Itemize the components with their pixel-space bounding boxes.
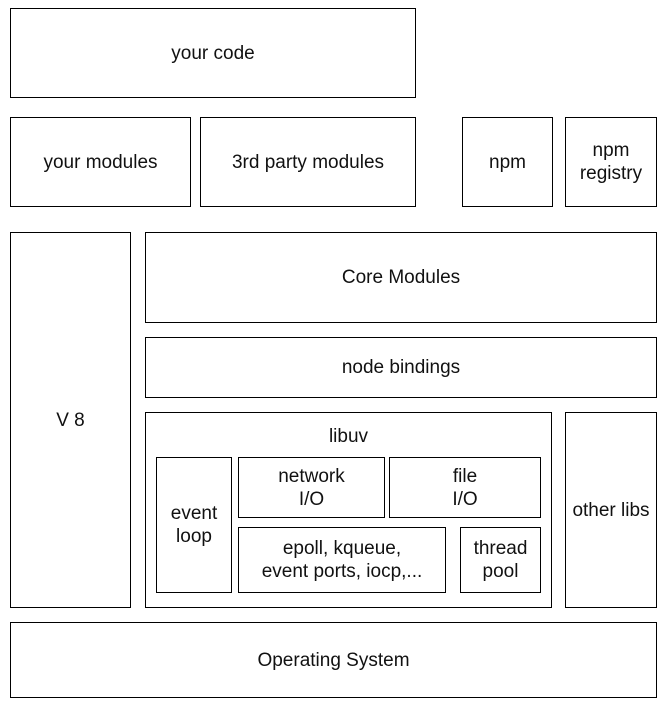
npm-registry-box: npm registry bbox=[565, 117, 657, 207]
thread-pool-box: thread pool bbox=[460, 527, 541, 593]
node-bindings-box: node bindings bbox=[145, 337, 657, 398]
libuv-title: libuv bbox=[328, 426, 369, 447]
file-io-box: file I/O bbox=[389, 457, 541, 518]
event-loop-box: event loop bbox=[156, 457, 232, 593]
other-libs-box: other libs bbox=[565, 412, 657, 608]
network-io-box: network I/O bbox=[238, 457, 385, 518]
your-code-box: your code bbox=[10, 8, 416, 98]
epoll-box: epoll, kqueue, event ports, iocp,... bbox=[238, 527, 446, 593]
npm-box: npm bbox=[462, 117, 553, 207]
v8-box: V 8 bbox=[10, 232, 131, 608]
your-modules-box: your modules bbox=[10, 117, 191, 207]
third-party-modules-box: 3rd party modules bbox=[200, 117, 416, 207]
core-modules-box: Core Modules bbox=[145, 232, 657, 323]
operating-system-box: Operating System bbox=[10, 622, 657, 698]
